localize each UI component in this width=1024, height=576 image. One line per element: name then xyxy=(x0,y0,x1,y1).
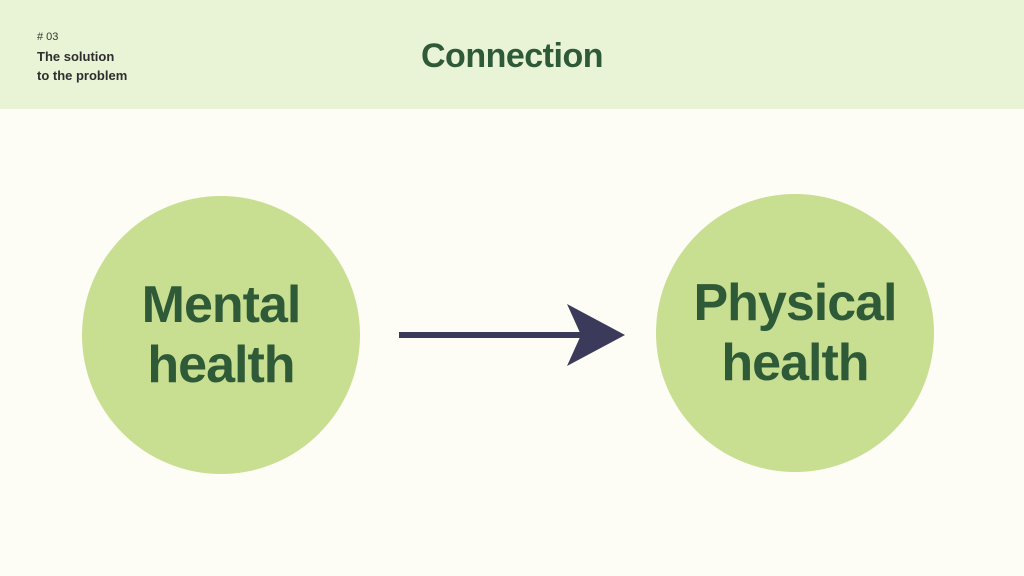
arrow-head xyxy=(567,304,625,366)
mental-health-label: Mental health xyxy=(141,276,302,394)
physical-health-node: Physical health xyxy=(656,194,934,472)
arrow-right-icon xyxy=(399,304,625,366)
slide-title: Connection xyxy=(421,37,603,75)
section-subtitle: The solution to the problem xyxy=(37,49,128,83)
slide-header: # 03 The solution to the problem Connect… xyxy=(0,0,1024,109)
physical-health-label: Physical health xyxy=(693,274,897,392)
section-number: # 03 xyxy=(37,31,59,43)
mental-health-node: Mental health xyxy=(82,196,360,474)
